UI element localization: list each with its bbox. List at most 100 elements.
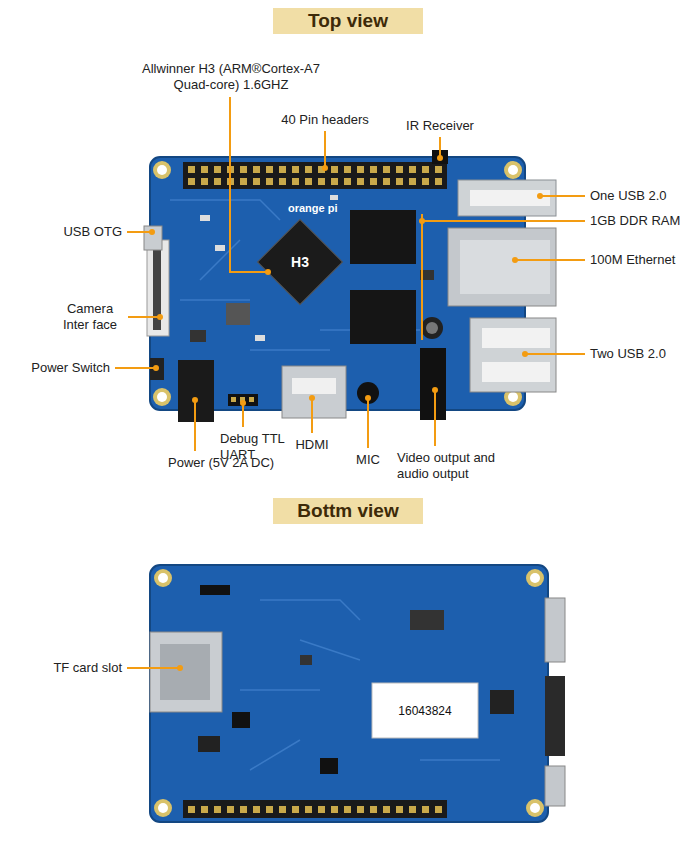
- small-parts: [200, 585, 230, 595]
- mounting-hole: [158, 573, 168, 583]
- board-print: 16043824: [398, 703, 451, 719]
- bottom-board: [240, 600, 500, 770]
- mounting-hole: [530, 803, 540, 813]
- leader-line: [324, 131, 326, 168]
- small-parts: [255, 335, 265, 341]
- callout-label: TF card slot: [53, 660, 122, 676]
- leader-lines: [115, 97, 585, 671]
- usb-port: [458, 180, 556, 216]
- inductor: [226, 303, 250, 325]
- bottom-board: [150, 565, 565, 822]
- leader-dot: [365, 395, 371, 401]
- callout-label: 1GB DDR RAM: [590, 213, 680, 229]
- leader-line: [194, 400, 196, 451]
- ethernet-port: [460, 240, 550, 294]
- header-pins: [201, 806, 208, 813]
- hdmi-port: [282, 366, 346, 418]
- leader-dot: [149, 229, 155, 235]
- header-pins: [292, 178, 299, 185]
- header-pins: [188, 166, 442, 185]
- leader-line: [127, 231, 152, 233]
- header-pins: [422, 166, 429, 173]
- header-pins: [227, 806, 234, 813]
- header-pins: [188, 806, 442, 813]
- micro-usb: [144, 226, 162, 250]
- view-banner: Top view: [273, 8, 423, 34]
- header-pins: [409, 166, 416, 173]
- ram-chip: [350, 210, 416, 264]
- banner-title: Bottm view: [273, 498, 423, 524]
- header-pins: [370, 806, 377, 813]
- header-pins: [344, 166, 351, 173]
- small-parts: [198, 585, 514, 774]
- uart-pins: [228, 394, 258, 406]
- header-pins: [305, 178, 312, 185]
- header-pins: [435, 806, 442, 813]
- header-pins: [396, 806, 403, 813]
- top-board: [144, 150, 556, 422]
- header-pins: [344, 178, 351, 185]
- hdmi-port: [282, 366, 346, 418]
- header-pins: [240, 166, 247, 173]
- top-board: [170, 200, 420, 350]
- header-pins: [396, 178, 403, 185]
- header-pins: [383, 178, 390, 185]
- leader-dot: [157, 314, 163, 320]
- pin-header: [183, 800, 447, 818]
- leader-dot: [437, 155, 443, 161]
- mounting-hole: [508, 392, 518, 402]
- ram-chip: [350, 210, 416, 344]
- hdmi-port: [292, 378, 336, 394]
- header-pins: [409, 178, 416, 185]
- view-banner: Bottm view: [273, 498, 423, 524]
- header-pins: [435, 166, 442, 173]
- small-parts: [320, 758, 338, 774]
- callout-label: One USB 2.0: [590, 188, 667, 204]
- side-ports: [545, 676, 565, 756]
- header-pins: [253, 178, 260, 185]
- header-pins: [214, 178, 221, 185]
- banner-title: Top view: [273, 8, 423, 34]
- header-pins: [188, 178, 195, 185]
- camera-connector: [147, 240, 169, 336]
- header-pins: [305, 806, 312, 813]
- board-print: H3: [291, 254, 309, 270]
- header-pins: [188, 806, 195, 813]
- ethernet-port: [448, 228, 556, 306]
- ethernet-port: [448, 228, 556, 306]
- leader-dot: [512, 257, 518, 263]
- callout-label: HDMI: [295, 437, 328, 453]
- leader-line: [422, 220, 585, 222]
- leader-dot: [309, 395, 315, 401]
- header-pins: [201, 166, 208, 173]
- header-pins: [253, 166, 260, 173]
- ram-chip: [350, 290, 416, 344]
- side-ports: [545, 598, 565, 806]
- uart-pins: [249, 397, 254, 402]
- leader-line: [127, 667, 180, 669]
- header-pins: [357, 166, 364, 173]
- header-pins: [292, 166, 299, 173]
- serial-sticker: [372, 683, 478, 738]
- soc-chip: [258, 220, 343, 305]
- uart-pins: [228, 394, 258, 406]
- leader-dot: [192, 397, 198, 403]
- small-parts: [330, 195, 338, 200]
- board-print: orange pi: [288, 200, 338, 216]
- side-ports: [545, 598, 565, 662]
- callout-label: Two USB 2.0: [590, 346, 666, 362]
- header-pins: [435, 178, 442, 185]
- mounting-hole: [508, 165, 518, 175]
- mounting-hole: [157, 392, 167, 402]
- mounting-hole: [504, 161, 522, 179]
- small-parts: [215, 245, 225, 251]
- callout-label: MIC: [356, 452, 380, 468]
- leader-dot: [537, 193, 543, 199]
- header-pins: [370, 178, 377, 185]
- header-pins: [240, 806, 247, 813]
- audio-jack: [420, 348, 446, 420]
- leader-dot: [153, 365, 159, 371]
- dual-usb-port: [482, 328, 550, 348]
